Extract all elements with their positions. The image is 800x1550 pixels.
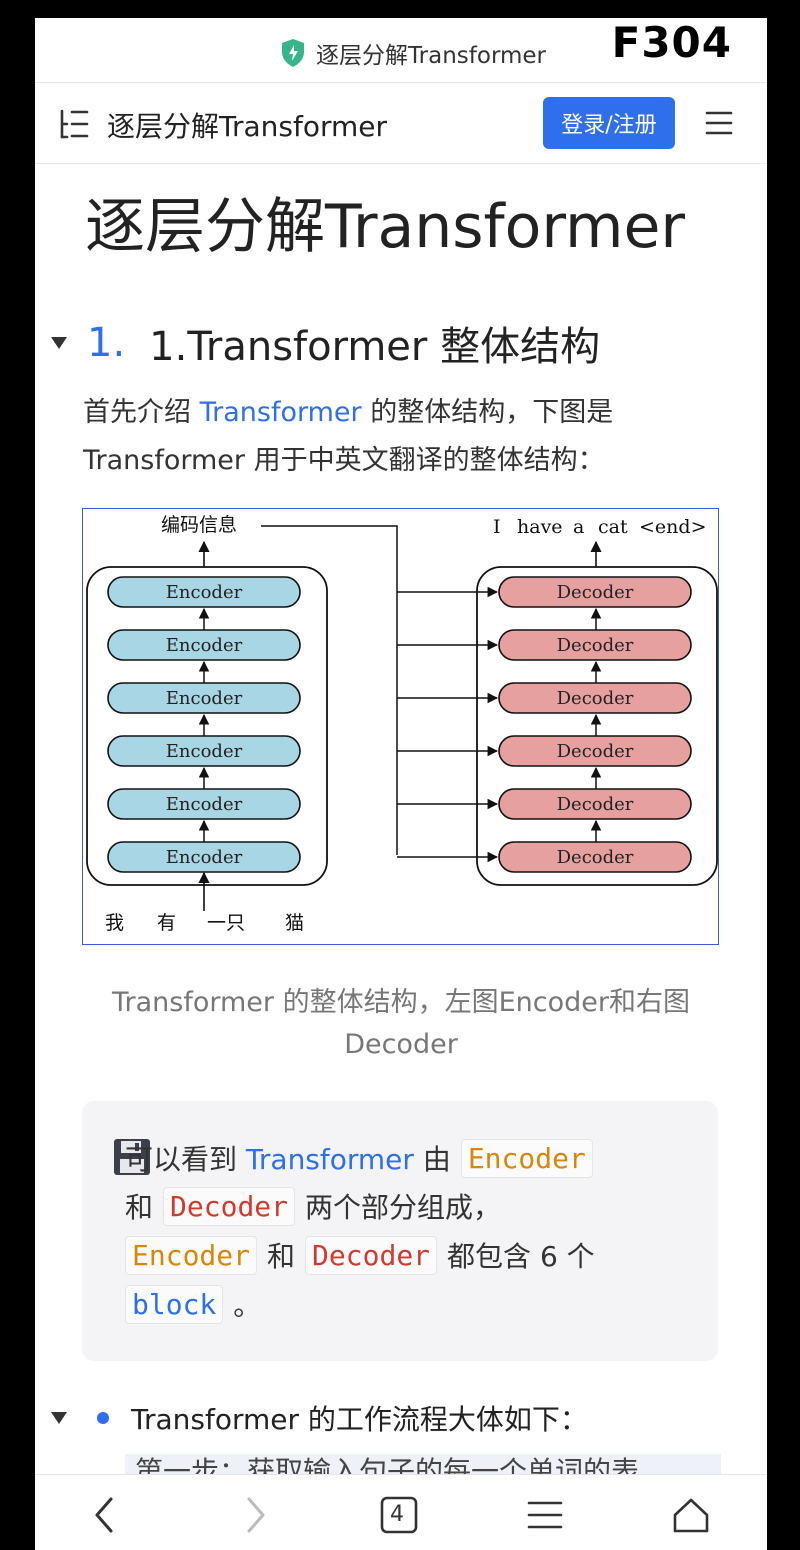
decoder-stack-container [476,566,718,886]
note-text: 都包含 6 个 [447,1240,595,1273]
code-decoder: Decoder [163,1186,296,1226]
encoder-block-label: Encoder [166,688,243,709]
decoder-block [498,735,692,767]
figure-caption-line-2: Decoder [344,1029,458,1060]
output-token: <end> [639,516,706,538]
code-encoder: Encoder [125,1235,258,1275]
article-title: 逐层分解Transformer [85,192,686,262]
intro-text: 首先介绍 [83,397,200,428]
address-text[interactable]: 逐层分解Transformer [316,43,547,69]
forward-arrow-icon[interactable] [235,1495,275,1535]
encoder-block-label: Encoder [166,582,243,603]
workflow-bullet: Transformer 的工作流程大体如下： [51,1398,588,1438]
floppy-disk-icon [114,1139,150,1175]
decoder-block-label: Decoder [557,635,634,656]
output-token: cat [598,516,628,538]
input-token: 我 [105,912,124,934]
output-token: I [493,516,501,538]
address-bar[interactable]: 逐层分解Transformer [35,18,767,82]
figure-caption-line-1: Transformer 的整体结构，左图Encoder和右图 [112,987,690,1018]
decoder-block-label: Decoder [557,741,634,762]
note-line-2: 和 Decoder 两个部分组成， [125,1186,501,1226]
transformer-link[interactable]: Transformer [245,1143,414,1176]
intro-text: 的整体结构，下图是 [361,397,614,428]
collapse-triangle-icon[interactable] [51,337,67,349]
decoder-block-label: Decoder [557,794,634,815]
input-token: 有 [157,912,176,934]
site-title[interactable]: 逐层分解Transformer [107,110,388,143]
table-of-contents-icon[interactable] [57,107,91,141]
transformer-link[interactable]: Transformer [199,397,362,428]
architecture-diagram: 编码信息 I have a cat <end> EncoderEncoderEn… [86,514,718,934]
decoder-block-label: Decoder [557,847,634,868]
note-text: 由 [413,1143,451,1176]
code-block: block [125,1284,224,1324]
decoder-block [498,841,692,873]
encoder-output-label: 编码信息 [161,514,237,536]
note-text: 和 [125,1191,154,1224]
section-number: 1. [87,320,126,366]
intro-line-1: 首先介绍 Transformer 的整体结构，下图是 [83,390,613,429]
output-token: a [573,516,584,538]
tabs-icon[interactable] [379,1495,419,1535]
tab-count: 4 [390,1502,404,1527]
secure-shield-icon [282,39,304,67]
output-token: have [517,516,563,538]
menu-lines-icon[interactable] [525,1495,565,1535]
note-text: 可以看到 [125,1143,246,1176]
encoder-block-label: Encoder [166,847,243,868]
collapse-triangle-icon[interactable] [51,1412,67,1424]
decoder-block-label: Decoder [557,582,634,603]
encoder-block [107,576,301,608]
note-text: 。 [233,1289,262,1322]
browser-bottom-bar: 4 [35,1474,767,1550]
home-icon[interactable] [671,1495,711,1535]
input-token: 一只 [207,912,245,934]
site-navbar: 逐层分解Transformer 登录/注册 [35,82,767,164]
intro-line-2: Transformer 用于中英文翻译的整体结构： [83,445,605,476]
input-token: 猫 [285,912,304,934]
decoder-block-label: Decoder [557,688,634,709]
decoder-block [498,788,692,820]
encoder-block-label: Encoder [166,741,243,762]
sub-bullet-text: 第一步：获取输入句子的每一个单词的表 [135,1455,640,1478]
bullet-text: Transformer 的工作流程大体如下： [131,1403,588,1436]
login-register-button[interactable]: 登录/注册 [543,97,675,149]
back-arrow-icon[interactable] [85,1495,125,1535]
hamburger-menu-icon[interactable] [705,109,733,137]
section-heading: 1. 1.Transformer 整体结构 [51,314,600,372]
note-line-1: 可以看到 Transformer 由 Encoder [125,1138,593,1178]
code-encoder: Encoder [460,1138,593,1178]
browser-screen: 逐层分解Transformer 逐层分解Transformer 登录/注册 逐 [35,18,767,1550]
decoder-block [498,682,692,714]
decoder-block [498,576,692,608]
note-text: 和 [267,1240,296,1273]
note-text: 两个部分组成， [305,1191,502,1224]
section-title: 1.Transformer 整体结构 [149,324,601,370]
encoder-block-label: Encoder [166,794,243,815]
code-decoder: Decoder [305,1235,438,1275]
bullet-dot [97,1412,109,1424]
corner-label: F304 [611,18,732,67]
note-line-3: Encoder 和 Decoder 都包含 6 个 [125,1235,595,1275]
encoder-stack-container [86,566,328,886]
note-line-4: block 。 [125,1284,261,1324]
encoder-block-label: Encoder [166,635,243,656]
decoder-block [498,629,692,661]
